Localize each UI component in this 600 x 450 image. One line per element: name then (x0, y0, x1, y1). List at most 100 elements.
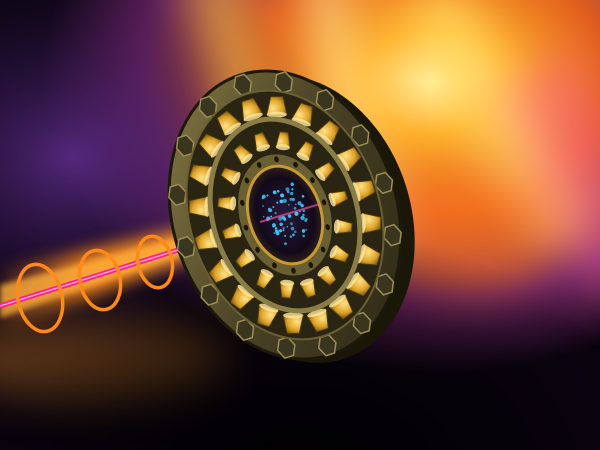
ion-particle (302, 213, 305, 217)
gold-cone (317, 265, 337, 286)
collar-hole (256, 162, 262, 168)
ion-particle (293, 230, 297, 234)
ion-particle (291, 188, 294, 191)
ion-particle (270, 215, 273, 218)
ion-particle (290, 226, 295, 231)
ion-particle (292, 233, 295, 237)
ion-particle (302, 209, 306, 213)
gold-cone (194, 228, 218, 250)
ion-particle (300, 203, 304, 208)
ion-particle (261, 196, 265, 200)
ion-particle (280, 193, 285, 198)
gold-cone (282, 312, 304, 334)
collar-hole (274, 156, 279, 163)
ion-particle (305, 228, 308, 231)
ion-particle (275, 231, 280, 236)
ion-particle (286, 225, 289, 228)
collar-hole (325, 224, 331, 231)
ion-particle (276, 201, 279, 204)
gold-cone (328, 294, 354, 320)
ion-particle (279, 199, 283, 203)
bolt-icon (168, 183, 187, 207)
gold-cone (306, 308, 329, 333)
bolt-icon (315, 88, 335, 112)
collar-hole (291, 267, 296, 274)
ion-particle (282, 198, 287, 203)
gold-cone (256, 269, 274, 290)
ion-particle (302, 234, 305, 238)
cone-ring-inner (217, 131, 353, 299)
gold-cone (315, 120, 340, 146)
gold-cone (357, 243, 381, 266)
ion-particle (301, 195, 305, 198)
ion-particle (300, 215, 305, 221)
laser-core-inside (259, 203, 321, 223)
bolt-icon (375, 273, 395, 296)
gold-cone (217, 196, 237, 212)
beam-ring (77, 248, 123, 312)
ion-particle (290, 182, 295, 187)
ion-particle (297, 201, 302, 206)
detector-wheel (167, 69, 415, 363)
gold-cone (221, 223, 242, 240)
bolt-icon (352, 311, 372, 335)
beam-ring (135, 234, 175, 290)
ion-particle (274, 211, 277, 215)
gold-cone (296, 140, 314, 161)
gold-cone (235, 248, 255, 269)
ion-particle (287, 204, 290, 206)
wheel-bolts (168, 71, 402, 359)
bolt-icon (176, 235, 196, 259)
ion-particle (284, 242, 287, 246)
cone-ring-outer (188, 96, 382, 334)
gold-cone (352, 180, 376, 202)
ion-particle (282, 227, 285, 230)
ion-particle (289, 235, 293, 238)
ion-particle (285, 187, 290, 192)
collar-hole (243, 224, 249, 231)
gold-cone (233, 144, 253, 165)
ion-particle (291, 197, 296, 202)
ion-particle (266, 194, 269, 197)
gold-cone (241, 97, 264, 122)
gold-cone (359, 212, 382, 234)
ion-particle (295, 203, 297, 206)
gold-cone (346, 271, 372, 297)
gold-cone (220, 167, 241, 186)
ion-cloud (261, 182, 308, 246)
gold-cone (198, 133, 224, 159)
ion-particle (304, 219, 307, 223)
collar-hole (321, 199, 327, 206)
ion-particle (272, 190, 277, 195)
ion-particle (262, 205, 264, 207)
ion-particle (272, 223, 277, 228)
ion-particle (289, 197, 293, 201)
gold-cone (188, 196, 211, 218)
gold-cone (257, 303, 279, 328)
bolt-icon (274, 71, 294, 94)
ion-particle (279, 222, 283, 227)
gold-cone (230, 284, 255, 310)
ion-particle (276, 189, 280, 193)
collar-hole (310, 177, 315, 184)
collar-hole (239, 199, 245, 206)
gold-cone (254, 131, 271, 152)
collar-hole (244, 177, 250, 184)
ion-particle (290, 191, 294, 196)
collar-hole (272, 262, 277, 269)
beam-rings (15, 234, 175, 334)
gold-cone (299, 278, 316, 299)
ion-particle (278, 229, 283, 233)
gold-cone (329, 244, 350, 263)
ion-particle (273, 232, 276, 235)
gold-cone (333, 218, 353, 234)
beam-ring (15, 262, 65, 334)
gold-cone (266, 96, 288, 118)
gold-cone (291, 102, 313, 127)
ion-particle (282, 229, 285, 232)
ion-particle (293, 206, 297, 210)
ion-particle (274, 227, 277, 230)
ion-particle (284, 234, 287, 237)
